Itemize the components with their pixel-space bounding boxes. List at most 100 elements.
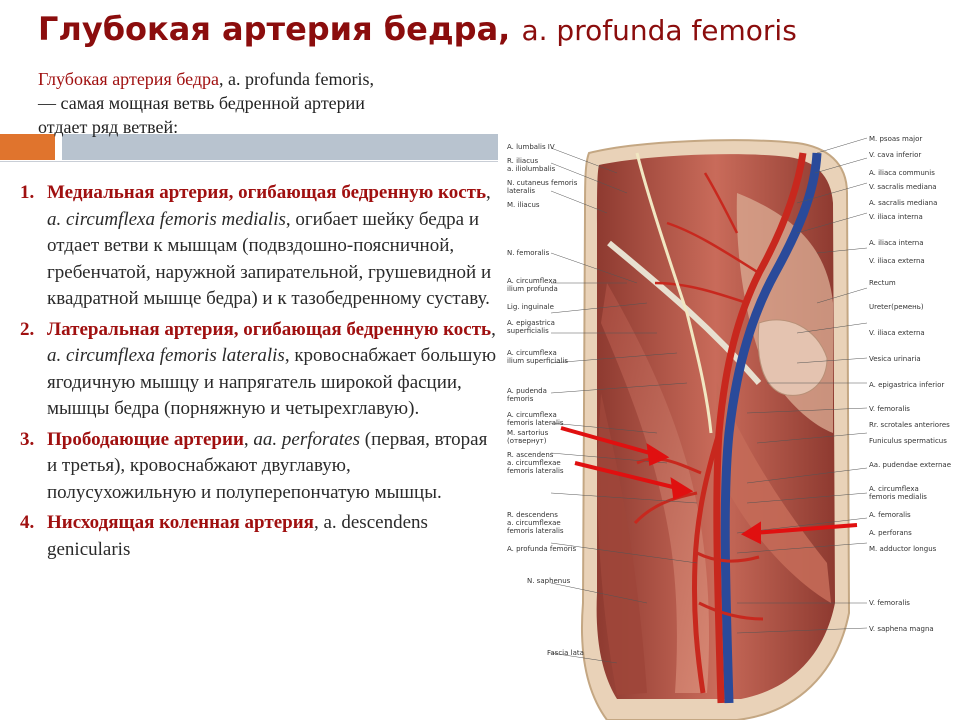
intro-name: Глубокая артерия бедра <box>38 69 220 89</box>
item-name: Нисходящая коленная артерия <box>47 512 314 533</box>
label-right: V. saphena magna <box>869 625 934 633</box>
label-right: V. sacralis mediana <box>869 183 937 191</box>
arrowhead-profunda <box>670 477 694 500</box>
item-name: Медиальная артерия, огибающая бедренную … <box>47 182 487 203</box>
label-left: A. circumflexa <box>507 277 557 285</box>
item-name: Прободающие артерии <box>47 428 244 450</box>
anatomy-illustration <box>550 137 868 720</box>
label-left: a. circumflexae <box>507 519 561 527</box>
label-left: A. lumbalis IV <box>507 143 555 151</box>
profunda-artery <box>691 432 722 694</box>
label-left: A. circumflexa <box>507 411 557 419</box>
iliac-branches <box>654 172 760 305</box>
label-right: Rectum <box>869 279 896 287</box>
label-left: M. sartorius <box>507 429 549 437</box>
arrowhead-perforans <box>740 521 761 545</box>
arrow-profunda <box>574 461 682 491</box>
label-left: superficialis <box>507 327 549 335</box>
label-right: V. iliaca externa <box>869 329 925 337</box>
label-right: A. femoralis <box>869 511 911 519</box>
title-separator: , <box>498 10 522 48</box>
arrow-circumflexa <box>560 426 658 457</box>
label-right: V. iliaca interna <box>869 213 923 221</box>
label-right: A. circumflexa <box>869 485 919 493</box>
label-left: a. iliolumbalis <box>507 165 556 173</box>
femoral-vein <box>720 152 822 704</box>
femoral-nerve <box>635 152 713 434</box>
item-description: , огибает шейку бедра и отдает ветви к м… <box>47 208 492 310</box>
label-left: femoris lateralis <box>507 467 564 475</box>
label-right: femoris medialis <box>869 493 927 501</box>
label-right: V. femoralis <box>869 405 910 413</box>
label-left: N. femoralis <box>507 249 550 257</box>
leader-lines-right <box>736 137 868 634</box>
slide-title: Глубокая артерия бедра, a. profunda femo… <box>38 10 953 54</box>
leader-lines-left <box>550 147 698 664</box>
label-left: N. cutaneus femoris <box>507 179 578 187</box>
label-right: A. iliaca interna <box>869 239 924 247</box>
list-item: 2. Латеральная артерия, огибающая бедрен… <box>20 317 498 423</box>
arrowhead-circumflexa <box>646 443 670 466</box>
intro-rest-2: — самая мощная ветвь бедренной артерии <box>38 93 365 113</box>
item-latin-prefix: , <box>486 182 491 203</box>
label-right: M. psoas major <box>869 135 923 143</box>
label-left: (отвернут) <box>507 437 547 445</box>
muscle-sartorius <box>601 283 710 693</box>
arrow-perforans <box>752 523 858 535</box>
item-number: 2. <box>20 318 35 340</box>
item-number: 4. <box>20 512 35 533</box>
item-description: , кровоснабжает большую ягодичную мышцу … <box>47 345 497 419</box>
highlight-arrows <box>560 426 858 545</box>
anatomy-figure: A. lumbalis IV R. iliacus a. iliolumbali… <box>497 133 960 720</box>
label-left: A. profunda femoris <box>507 545 577 553</box>
label-left: ilium profunda <box>507 285 558 293</box>
title-latin: a. profunda femoris <box>521 14 797 47</box>
list-item: 3. Прободающие артерии, aa. perforates (… <box>20 427 498 507</box>
label-left: A. epigastrica <box>507 319 555 327</box>
item-description: , a. descendens genicularis <box>47 512 428 560</box>
label-right: V. cava inferior <box>869 151 922 159</box>
intro-paragraph: Глубокая артерия бедра, a. profunda femo… <box>38 67 493 139</box>
label-left: ilium superficialis <box>507 357 569 365</box>
item-number: 1. <box>20 182 35 203</box>
item-description: (первая, вторая и третья), кровоснабжают… <box>47 428 488 503</box>
label-right: Rr. scrotales anteriores <box>869 421 950 429</box>
label-right: Funiculus spermaticus <box>869 437 947 445</box>
item-latin: aa. perforates <box>253 428 361 450</box>
item-latin: a. circumflexa femoris lateralis <box>47 345 285 366</box>
item-latin-prefix: , <box>243 428 254 450</box>
list-item: 1. Медиальная артерия, огибающая бедренн… <box>20 180 498 313</box>
femoral-artery <box>713 152 807 704</box>
label-left: lateralis <box>507 187 535 195</box>
label-left: femoris <box>507 395 534 403</box>
label-left: femoris lateralis <box>507 527 564 535</box>
label-left: a. circumflexae <box>507 459 561 467</box>
item-number: 3. <box>20 428 35 450</box>
intro-rest-1: , a. profunda femoris, <box>219 69 374 89</box>
label-left: Fascia lata <box>547 649 584 657</box>
circumflex-branch <box>633 457 764 621</box>
label-right: V. iliaca externa <box>869 257 925 265</box>
item-latin: a. circumflexa femoris medialis <box>47 208 286 230</box>
list-item: 4. Нисходящая коленная артерия, a. desce… <box>20 510 498 563</box>
label-right: A. perforans <box>869 529 912 537</box>
label-left: A. pudenda <box>507 387 547 395</box>
label-right: Vesica urinaria <box>869 355 921 363</box>
muscle-quadriceps <box>597 393 647 695</box>
label-right: Aa. pudendae externae <box>869 461 952 469</box>
bladder <box>757 319 828 396</box>
branches-list: 1. Медиальная артерия, огибающая бедренн… <box>20 180 498 567</box>
label-right: A. epigastrica inferior <box>869 381 945 389</box>
label-left: A. circumflexa <box>507 349 557 357</box>
label-left: N. saphenus <box>527 577 571 585</box>
label-right: Ureter(ремень) <box>869 303 924 311</box>
label-right: A. sacralis mediana <box>869 199 938 207</box>
decor-gray-bar <box>62 134 498 160</box>
label-left: R. ascendens <box>507 451 554 459</box>
title-main: Глубокая артерия бедра <box>38 10 499 48</box>
intro-rest-3: отдает ряд ветвей: <box>38 117 179 137</box>
label-right: M. adductor longus <box>869 545 937 553</box>
decor-divider <box>0 161 498 162</box>
label-left: R. iliacus <box>507 157 539 165</box>
decor-orange-block <box>0 134 55 160</box>
